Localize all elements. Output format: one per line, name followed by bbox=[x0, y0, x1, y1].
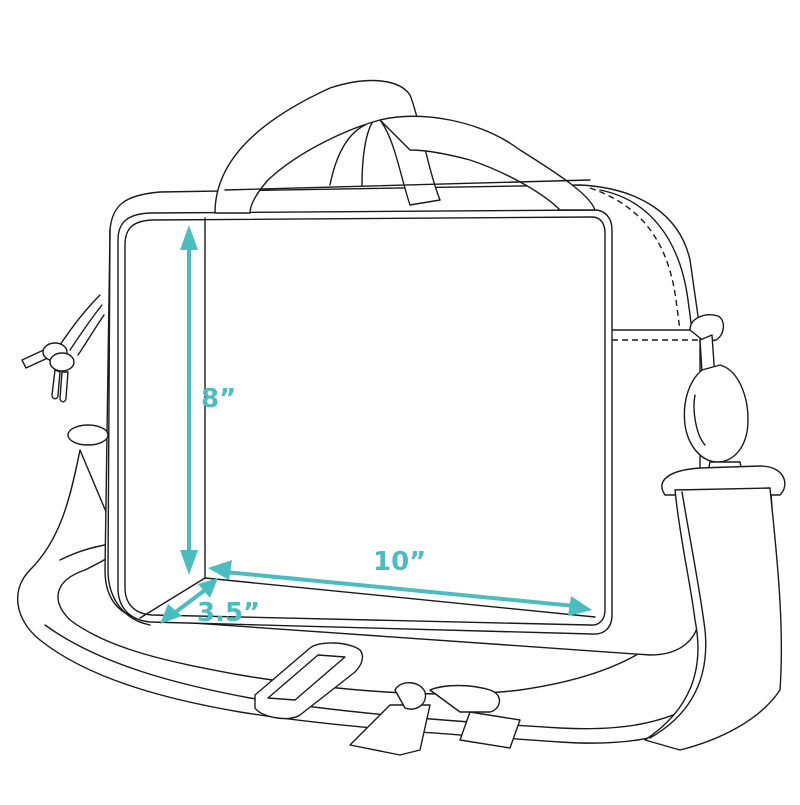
dimension-height-arrow bbox=[180, 225, 198, 575]
strap-right-segment bbox=[644, 487, 783, 751]
strap-buckle bbox=[254, 642, 364, 720]
depth-dimension-label: 3.5” bbox=[197, 598, 261, 628]
height-dimension-label: 8” bbox=[201, 384, 237, 414]
width-dimension-label: 10” bbox=[373, 547, 427, 577]
top-handles bbox=[214, 79, 596, 214]
dimension-depth-arrow bbox=[160, 578, 218, 624]
swivel-clip bbox=[661, 314, 786, 496]
side-zipper-pulls bbox=[21, 294, 109, 446]
strap-adjuster bbox=[349, 682, 521, 756]
dimension-width-arrow bbox=[208, 560, 592, 616]
front-panel bbox=[117, 209, 613, 635]
